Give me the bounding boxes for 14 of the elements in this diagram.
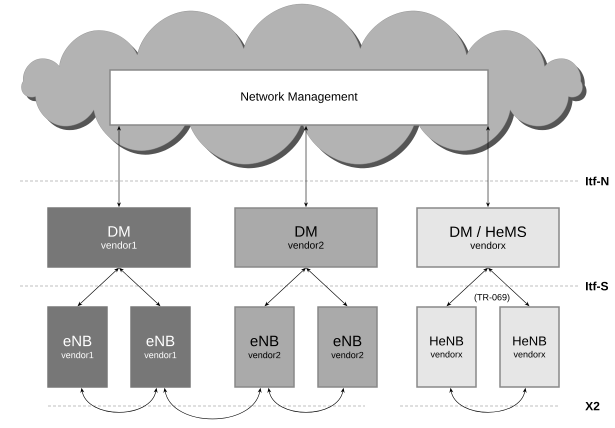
device-box: eNB vendor2 xyxy=(317,306,378,388)
device-box: eNB vendor2 xyxy=(234,306,295,388)
device-box: eNB vendor1 xyxy=(130,306,191,388)
manager-box: DM vendor1 xyxy=(47,207,191,268)
management-box: Network Management xyxy=(109,69,489,126)
protocol-label: (TR-069) xyxy=(473,292,511,304)
interface-label: Itf-S xyxy=(584,280,610,292)
device-box: eNB vendor1 xyxy=(47,306,108,388)
device-box: HeNB vendorx xyxy=(416,306,477,388)
interface-label: Itf-N xyxy=(584,176,610,186)
manager-box: DM / HeMS vendorx xyxy=(416,207,560,268)
device-box: HeNB vendorx xyxy=(499,306,560,388)
interface-label: X2 xyxy=(584,400,601,412)
manager-box: DM vendor2 xyxy=(234,207,378,268)
